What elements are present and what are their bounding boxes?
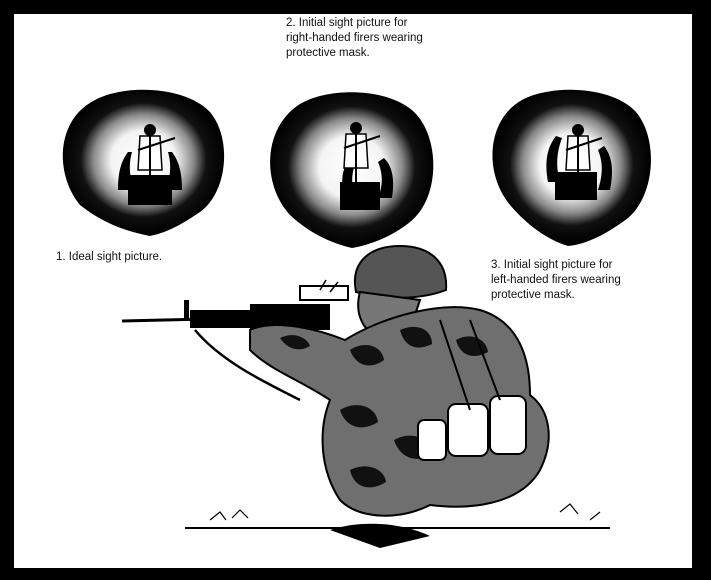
caption-left-handed: 3. Initial sight picture for left-handed… [491,258,691,303]
helmet [355,246,446,298]
caption-right-handed: 2. Initial sight picture for right-hande… [286,16,506,61]
sight-picture-right-handed [270,92,433,248]
caption-ideal: 1. Ideal sight picture. [56,250,256,265]
sight-picture-left-handed [492,90,650,246]
sight-picture-ideal [63,90,224,236]
